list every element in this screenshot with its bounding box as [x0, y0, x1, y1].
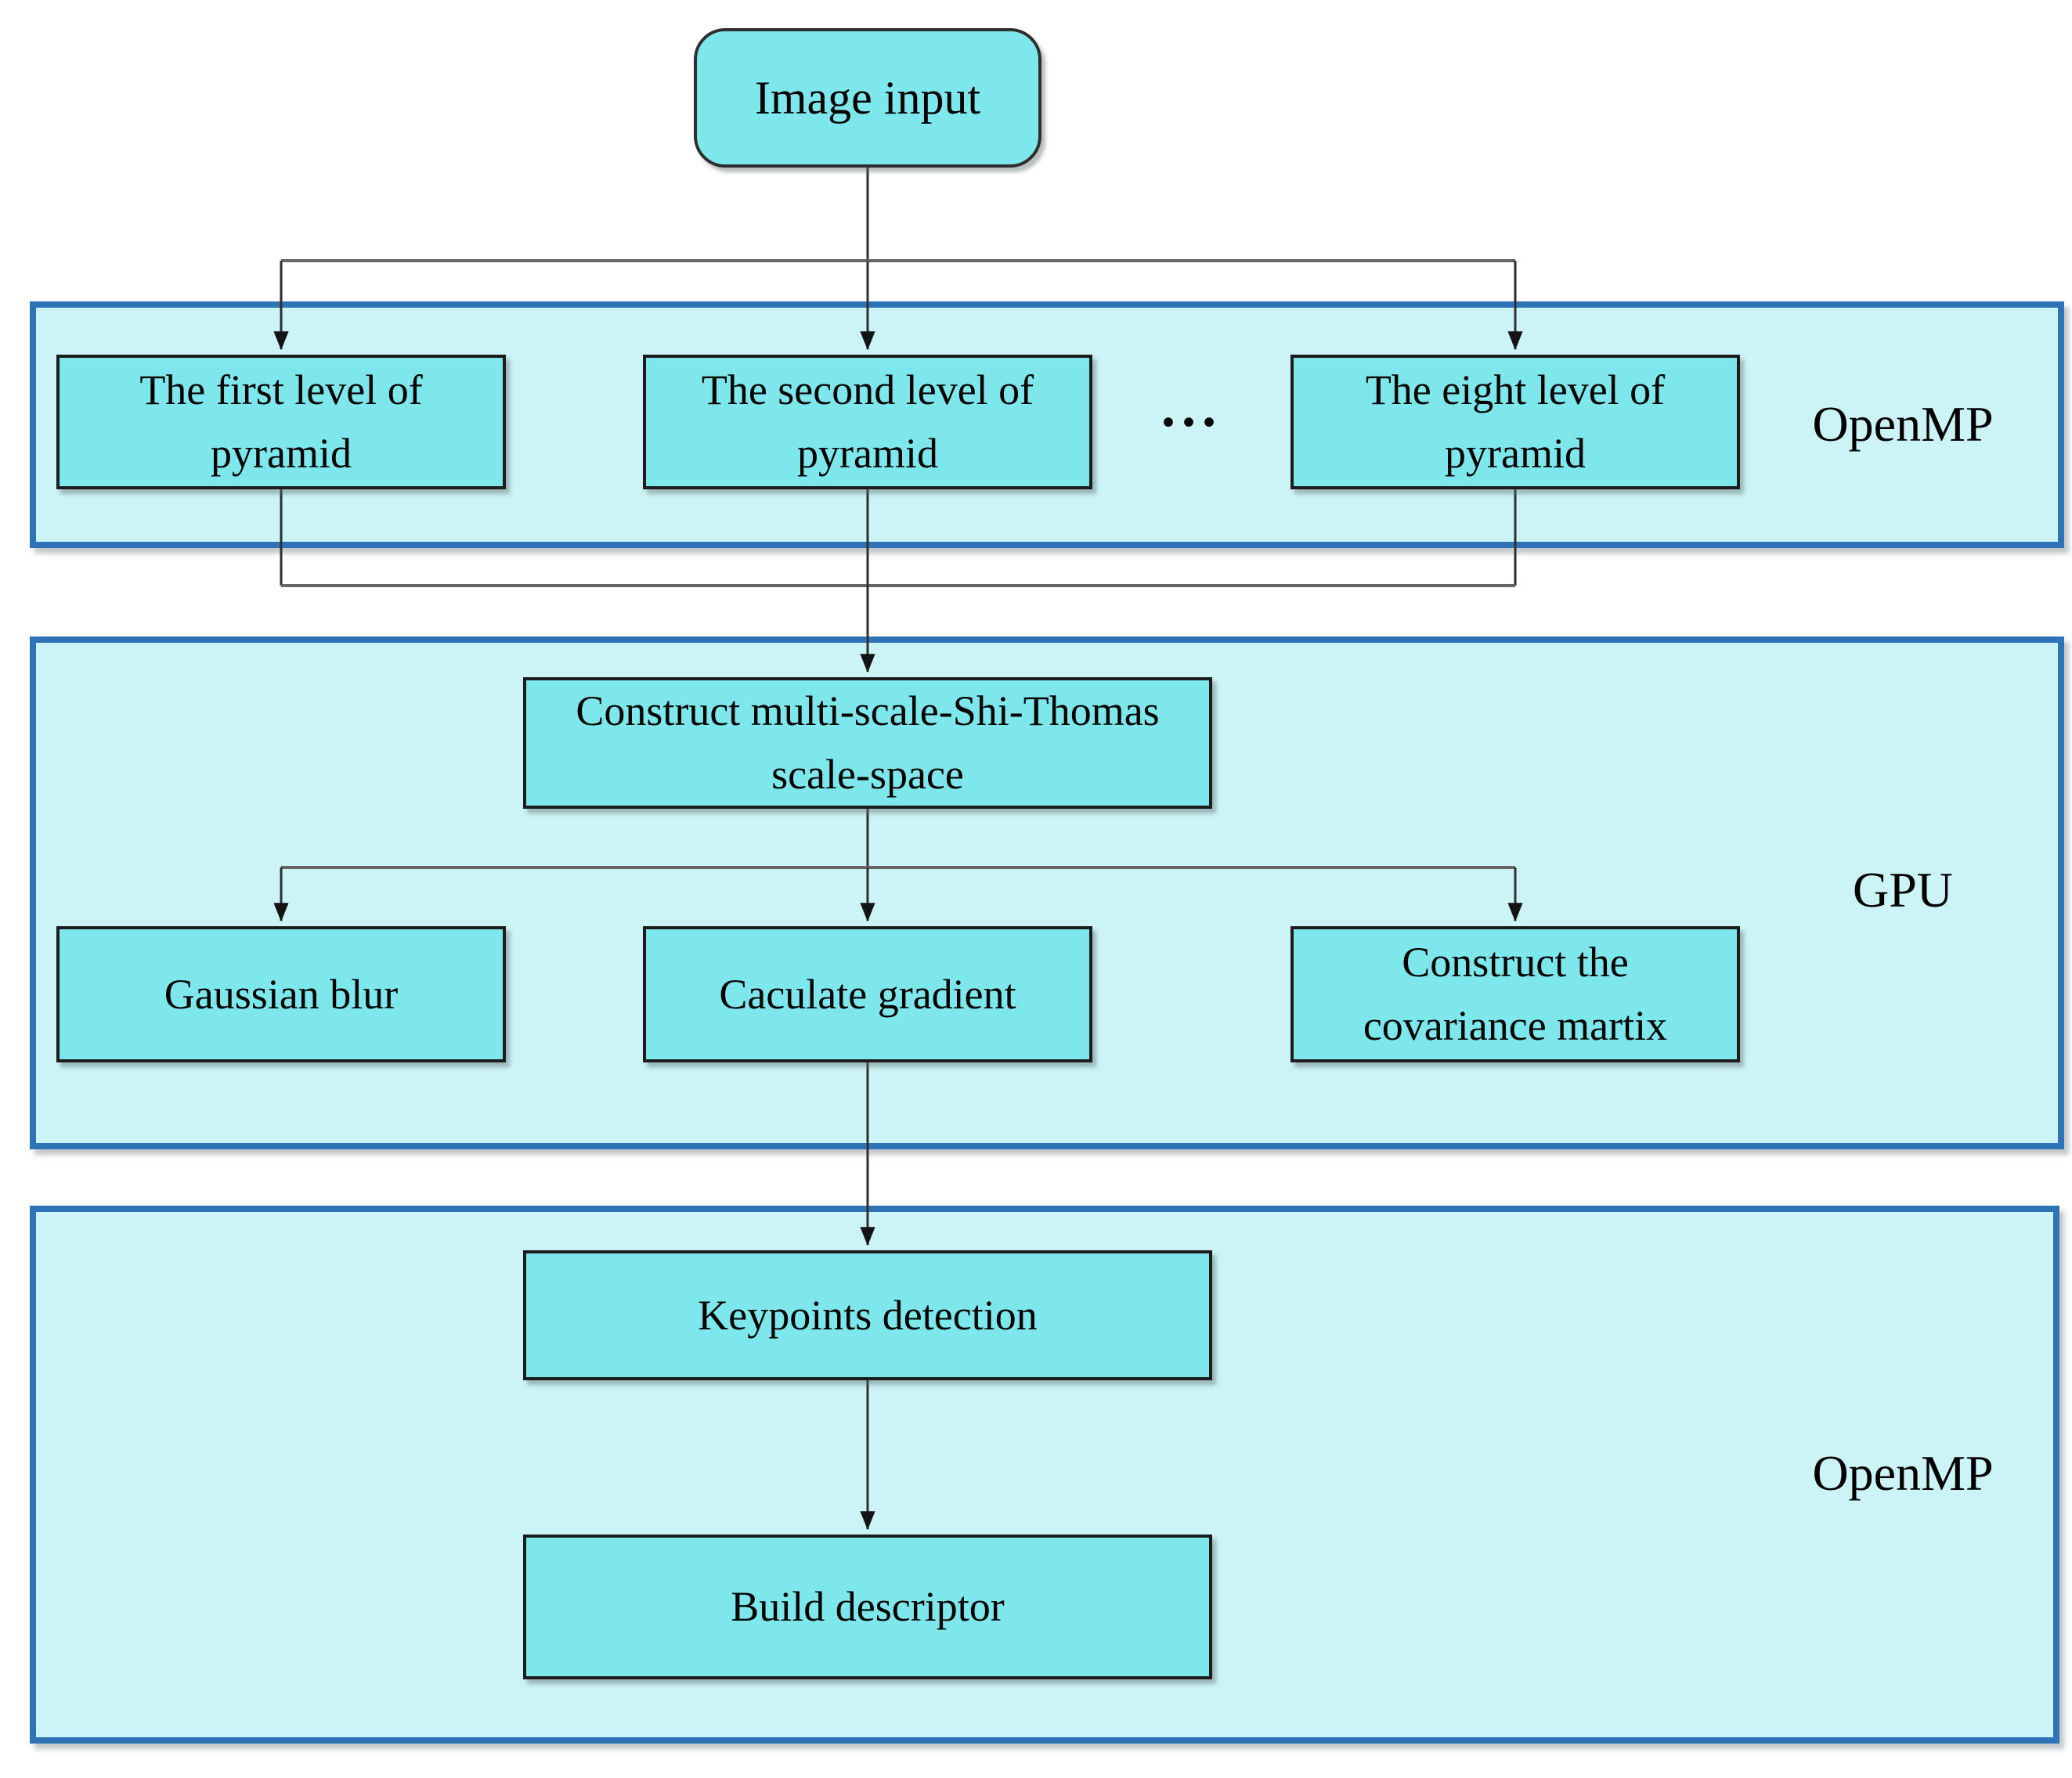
node-image-input: Image input — [694, 28, 1041, 168]
section-label-openmp-bottom: OpenMP — [1812, 1445, 1994, 1501]
node-pyramid-second-level: The second level of pyramid — [643, 355, 1092, 489]
node-pyramid-first-level: The first level of pyramid — [56, 355, 506, 489]
node-gaussian-blur: Gaussian blur — [56, 926, 506, 1062]
section-label-gpu: GPU — [1852, 862, 1954, 918]
node-keypoints-detection: Keypoints detection — [523, 1250, 1212, 1380]
node-pyramid-eighth-level: The eight level of pyramid — [1290, 355, 1740, 489]
node-construct-covariance: Construct the covariance martix — [1290, 926, 1740, 1062]
node-construct-scale-space: Construct multi-scale-Shi-Thomas scale-s… — [523, 677, 1212, 809]
pyramid-ellipsis: ... — [1161, 375, 1222, 438]
node-calculate-gradient: Caculate gradient — [643, 926, 1092, 1062]
section-label-openmp-top: OpenMP — [1812, 396, 1994, 452]
node-build-descriptor: Build descriptor — [523, 1535, 1212, 1679]
